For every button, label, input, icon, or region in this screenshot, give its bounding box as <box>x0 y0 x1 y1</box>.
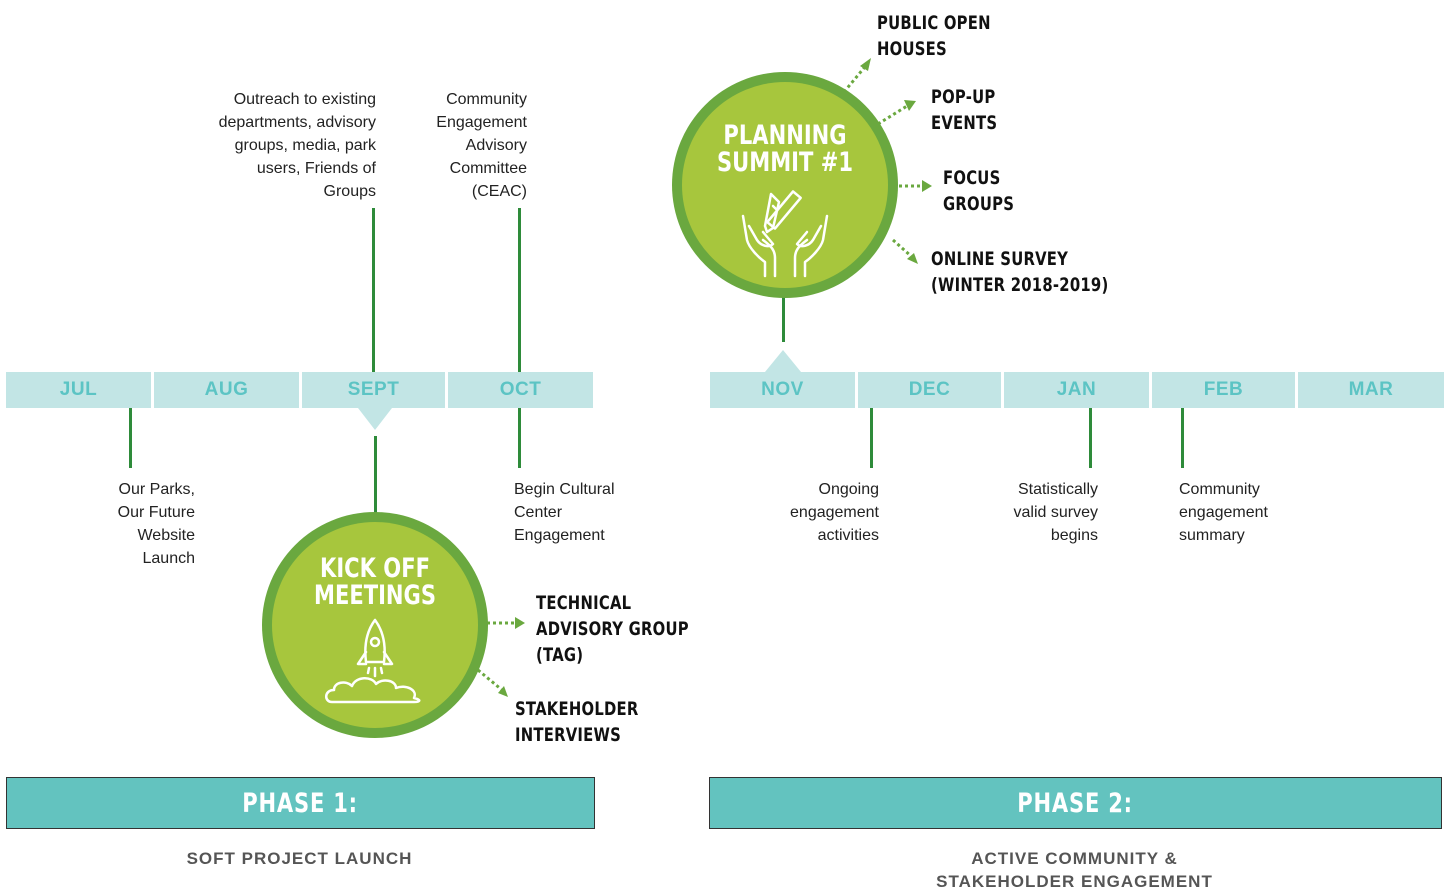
arrow-head-focus <box>922 180 932 192</box>
month-aug: AUG <box>154 372 299 408</box>
month-sept: SEPT <box>302 372 445 408</box>
kickoff-arrows <box>477 621 515 692</box>
hands-pencil-ruler-icon <box>741 190 829 278</box>
phase-2-bar: PHASE 2: <box>709 777 1442 829</box>
kickoff-circle-inner <box>272 522 478 728</box>
arrow-head-stakeholder <box>498 686 508 697</box>
output-online-survey: ONLINE SURVEY(WINTER 2018-2019) <box>931 248 1109 296</box>
phase-2-label: PHASE 2: <box>1017 787 1134 819</box>
connector-summary <box>1181 408 1184 468</box>
phase-2-subtitle: ACTIVE COMMUNITY &STAKEHOLDER ENGAGEMENT <box>936 849 1213 891</box>
month-jul: JUL <box>6 372 151 408</box>
arrow-head-openhouses <box>860 58 871 71</box>
connector-kickoff <box>374 436 377 516</box>
connector-cultural <box>518 408 521 468</box>
arrow-head-popup <box>904 100 916 111</box>
month-jan: JAN <box>1004 372 1149 408</box>
connector-ongoing <box>870 408 873 468</box>
summit-circle-inner <box>682 82 888 288</box>
nov-pointer <box>765 350 801 372</box>
arrow-head-survey <box>907 253 918 264</box>
connector-statistical <box>1089 408 1092 468</box>
phase-1-bar: PHASE 1: <box>6 777 595 829</box>
phase-1-subtitle: SOFT PROJECT LAUNCH <box>186 849 413 868</box>
rocket-icon <box>325 618 421 704</box>
month-feb: FEB <box>1152 372 1295 408</box>
month-dec: DEC <box>858 372 1001 408</box>
month-mar: MAR <box>1298 372 1444 408</box>
month-nov: NOV <box>710 372 855 408</box>
phase-1-label: PHASE 1: <box>242 787 359 819</box>
arrow-head-tag <box>515 617 525 629</box>
connector-ceac <box>518 208 521 372</box>
connector-website <box>129 408 132 468</box>
month-oct: OCT <box>448 372 593 408</box>
summit-arrows <box>842 67 922 258</box>
sept-pointer <box>358 408 392 430</box>
connector-outreach <box>372 208 375 372</box>
connector-summit <box>782 288 785 342</box>
